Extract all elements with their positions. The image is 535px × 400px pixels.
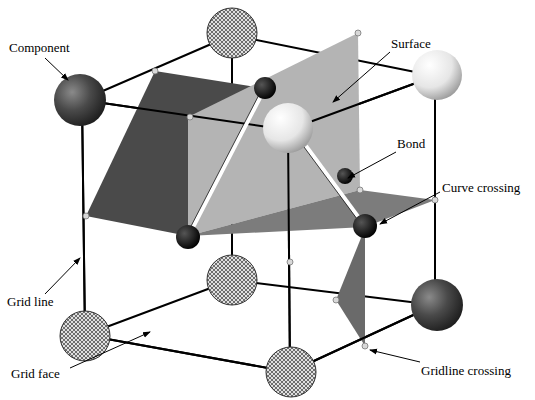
curve-crossings — [176, 77, 377, 249]
components — [54, 8, 463, 397]
gridline-crossings — [83, 30, 438, 349]
callout-label: Component — [8, 40, 71, 55]
callout-label: Grid face — [10, 366, 61, 381]
callout-label: Curve crossing — [441, 180, 521, 195]
surface-small — [336, 228, 365, 346]
callout-label: Gridline crossing — [420, 363, 512, 378]
callout-label: Bond — [396, 136, 426, 151]
bond-edges — [188, 89, 360, 232]
callout-label: Surface — [390, 36, 432, 51]
bonds — [190, 90, 362, 233]
surface-flat — [188, 190, 435, 236]
front-grid-lines — [82, 76, 435, 372]
callout-label: Grid line — [6, 294, 55, 309]
leader-lines — [45, 52, 440, 368]
